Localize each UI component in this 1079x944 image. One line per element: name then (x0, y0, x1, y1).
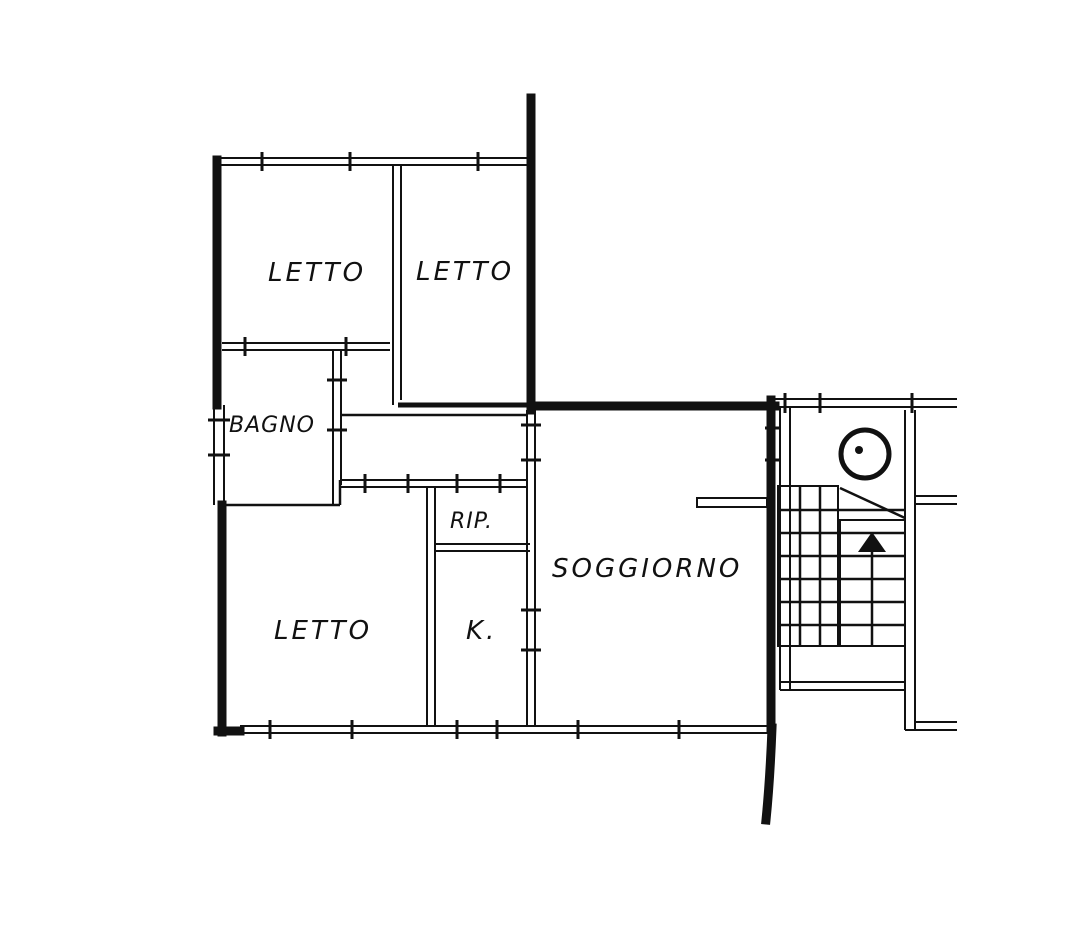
room-label-letto-2: LETTO (416, 257, 514, 287)
room-label-cucina: K. (466, 616, 497, 646)
room-label-letto-1: LETTO (268, 258, 366, 288)
room-label-rip: RIP. (450, 509, 493, 534)
room-label-bagno: BAGNO (229, 413, 315, 438)
exterior-walls (212, 93, 780, 825)
stair-up-arrow-icon (858, 532, 886, 552)
wall-ticks (208, 152, 781, 739)
stairwell (775, 393, 957, 731)
column-circle-icon (838, 427, 892, 481)
room-labels: LETTO LETTO BAGNO RIP. SOGGIORNO LETTO K… (229, 257, 742, 646)
room-label-soggiorno: SOGGIORNO (552, 554, 742, 584)
room-label-letto-3: LETTO (274, 616, 372, 646)
interior-walls (222, 165, 768, 726)
